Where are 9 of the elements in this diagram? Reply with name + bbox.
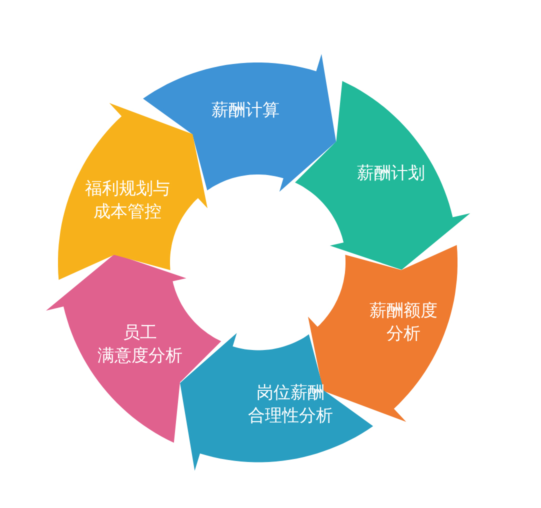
segment-label: 薪酬计算 bbox=[211, 99, 280, 122]
cycle-arrow-segment bbox=[58, 102, 208, 280]
cycle-arrow-segment bbox=[295, 80, 470, 270]
segment-label: 福利规划与成本管控 bbox=[84, 178, 170, 224]
segment-label: 薪酬计划 bbox=[356, 162, 425, 186]
segment-label: 员工满意度分析 bbox=[98, 322, 183, 368]
segment-label: 薪酬额度分析 bbox=[369, 300, 438, 346]
cycle-arrow-segment bbox=[46, 254, 221, 444]
segment-label: 岗位薪酬合理性分析 bbox=[248, 382, 334, 428]
